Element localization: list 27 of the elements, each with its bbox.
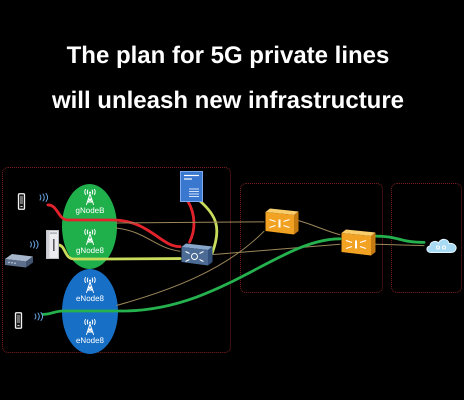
dotted-frame — [391, 183, 462, 293]
mobile-phone-icon — [17, 193, 49, 210]
network-link — [198, 200, 218, 255]
station-label: gNode8 — [76, 246, 104, 256]
network-link — [374, 244, 424, 246]
dotted-frame — [240, 183, 383, 293]
network-link — [115, 221, 264, 224]
title: The plan for 5G private lines will unleash new infrastructure — [50, 41, 406, 116]
network-link — [298, 220, 340, 236]
station-label: gNodeB — [76, 206, 104, 216]
network-device-icon — [4, 253, 34, 268]
network-link — [115, 228, 180, 252]
station-label: eNode8 — [76, 294, 104, 304]
network-link — [56, 244, 182, 260]
network-switch-icon — [265, 208, 299, 235]
network-switch-icon — [341, 229, 376, 256]
cloud-icon — [425, 237, 458, 253]
network-link — [116, 230, 264, 306]
network-link — [186, 200, 196, 244]
dotted-frame — [2, 167, 231, 353]
station-label: eNode8 — [76, 336, 104, 346]
server-icon — [178, 171, 205, 202]
network-switch-icon — [181, 243, 213, 266]
network-link — [212, 244, 340, 256]
mobile-phone-icon — [14, 312, 44, 329]
network-link — [374, 234, 426, 244]
router-icon — [46, 230, 59, 259]
